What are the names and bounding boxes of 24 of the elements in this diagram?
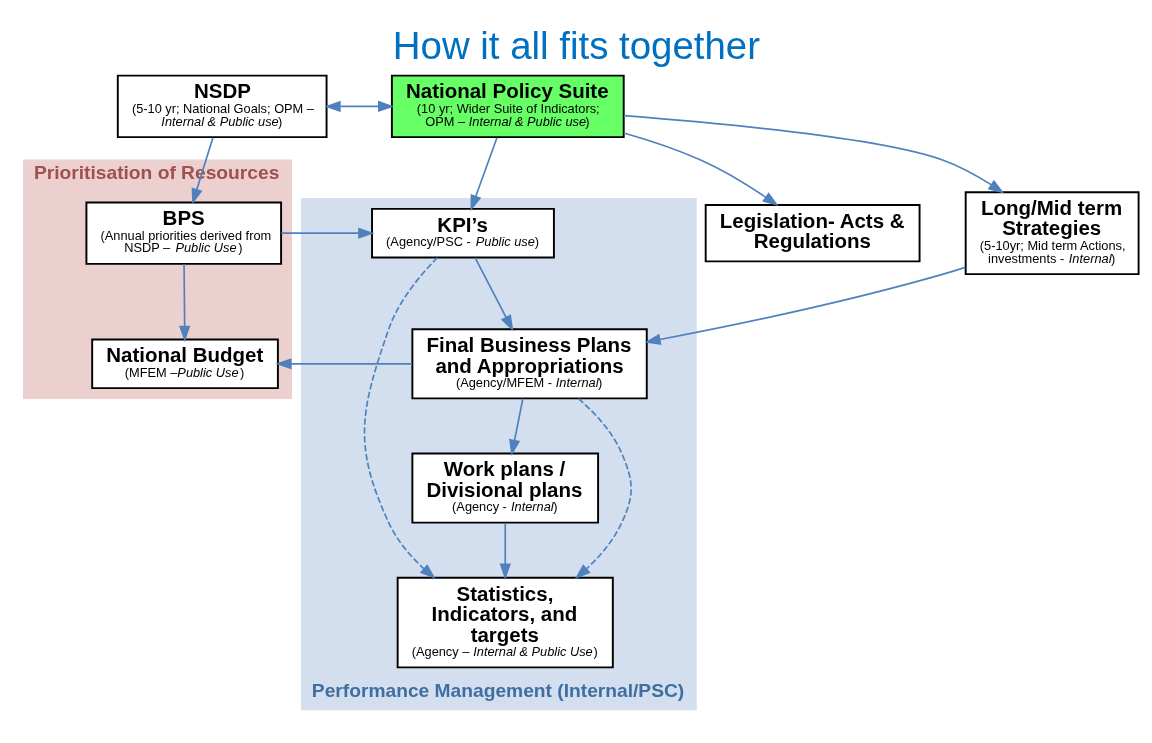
arrow [179, 263, 191, 342]
node-box: Final Business Plans and Appropriations (Agency/MFEM - Internal) [411, 328, 648, 400]
node-box: NSDP (5-10 yr; National Goals; OPM – Internal & Public use) [116, 74, 328, 139]
arrow [324, 100, 395, 113]
arrow [574, 397, 632, 580]
arrow [280, 227, 375, 239]
arrow [470, 136, 498, 212]
node-box: BPS (Annual priorities derived from NSDP – Public Use) [85, 201, 283, 265]
arrow [623, 114, 1005, 194]
arrow [644, 266, 966, 345]
arrow [623, 132, 779, 207]
node-box: Work plans / Divisional plans (Agency - Internal) [411, 452, 600, 524]
node-box: National Policy Suite (10 yr; Wider Suite of Indicators; OPM – Internal & Public use) [390, 74, 625, 139]
arrow [275, 358, 413, 370]
arrow [509, 397, 524, 456]
node-box: National Budget (MFEM –Public Use) [91, 338, 279, 390]
arrow [499, 522, 511, 580]
node-box: Long/Mid term Strategies (5-10yr; Mid term Actions, investments - Internal) [964, 191, 1140, 276]
node-box: KPI’s (Agency/PSC - Public use) [371, 207, 555, 259]
arrow [363, 256, 439, 580]
node-box: Legislation- Acts & Regulations [704, 204, 921, 263]
node-box: Statistics, Indicators, and targets (Agency – Internal & Public Use) [396, 576, 614, 669]
arrow [474, 257, 514, 332]
diagram-title: How it all fits together [392, 23, 760, 67]
